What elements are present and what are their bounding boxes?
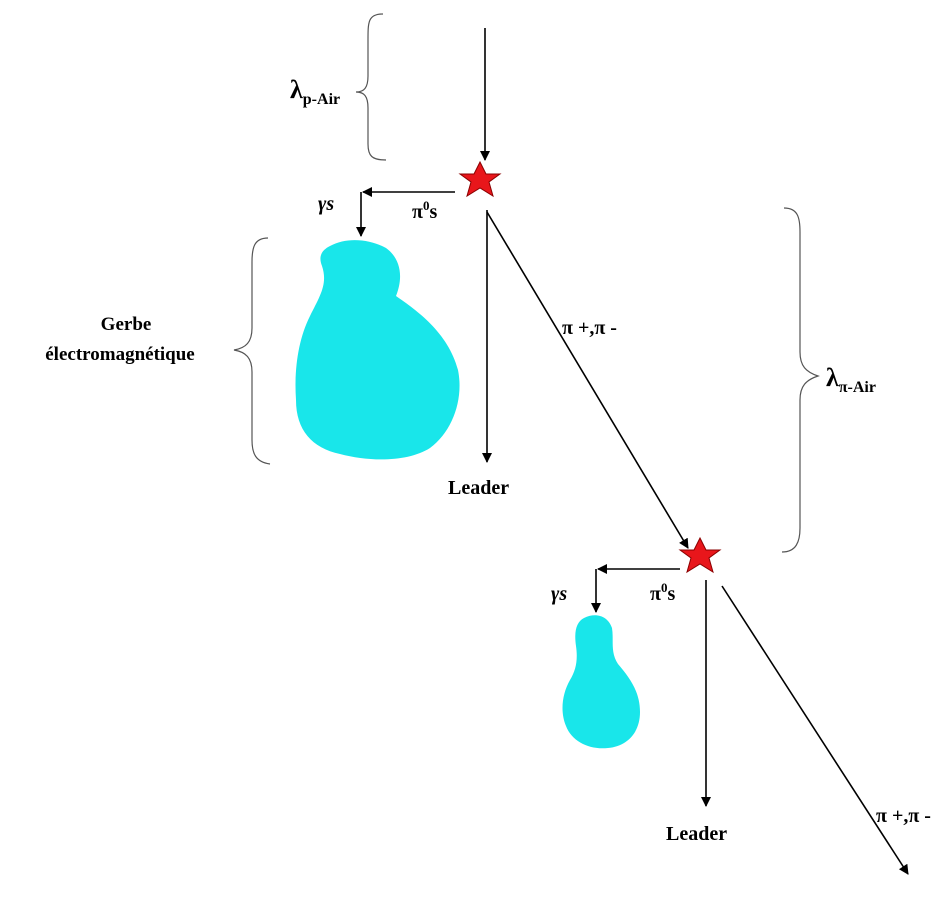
- brace-gerbe: [233, 237, 271, 465]
- brace-lambda-p-air: [355, 13, 387, 161]
- gammas-label-2: γs: [551, 583, 567, 605]
- leader-label-2: Leader: [666, 823, 727, 845]
- charged-pions-label-1: π +,π -: [562, 317, 617, 339]
- pi0s-label-2: π0s: [650, 580, 675, 605]
- gerbe-label-line2: électromagnétique: [45, 344, 195, 365]
- lambda-p-air-label: λp-Air: [290, 75, 340, 108]
- charged-pions-arrow-1: [486, 211, 689, 549]
- second-interaction-star: [678, 536, 722, 574]
- electromagnetic-shower-1: [295, 240, 460, 460]
- brace-lambda-pi-air: [781, 207, 820, 553]
- charged-pions-arrow-2: [721, 585, 909, 875]
- charged-pions-label-2: π +,π -: [876, 805, 931, 827]
- gammas-label-1: γs: [318, 193, 334, 215]
- gerbe-label-line1: Gerbe: [101, 314, 152, 335]
- leader-label-1: Leader: [448, 477, 509, 499]
- first-interaction-star: [458, 160, 502, 198]
- pi0s-label-1: π0s: [412, 198, 437, 223]
- lambda-pi-air-label: λπ-Air: [826, 363, 876, 396]
- electromagnetic-shower-2: [562, 615, 640, 749]
